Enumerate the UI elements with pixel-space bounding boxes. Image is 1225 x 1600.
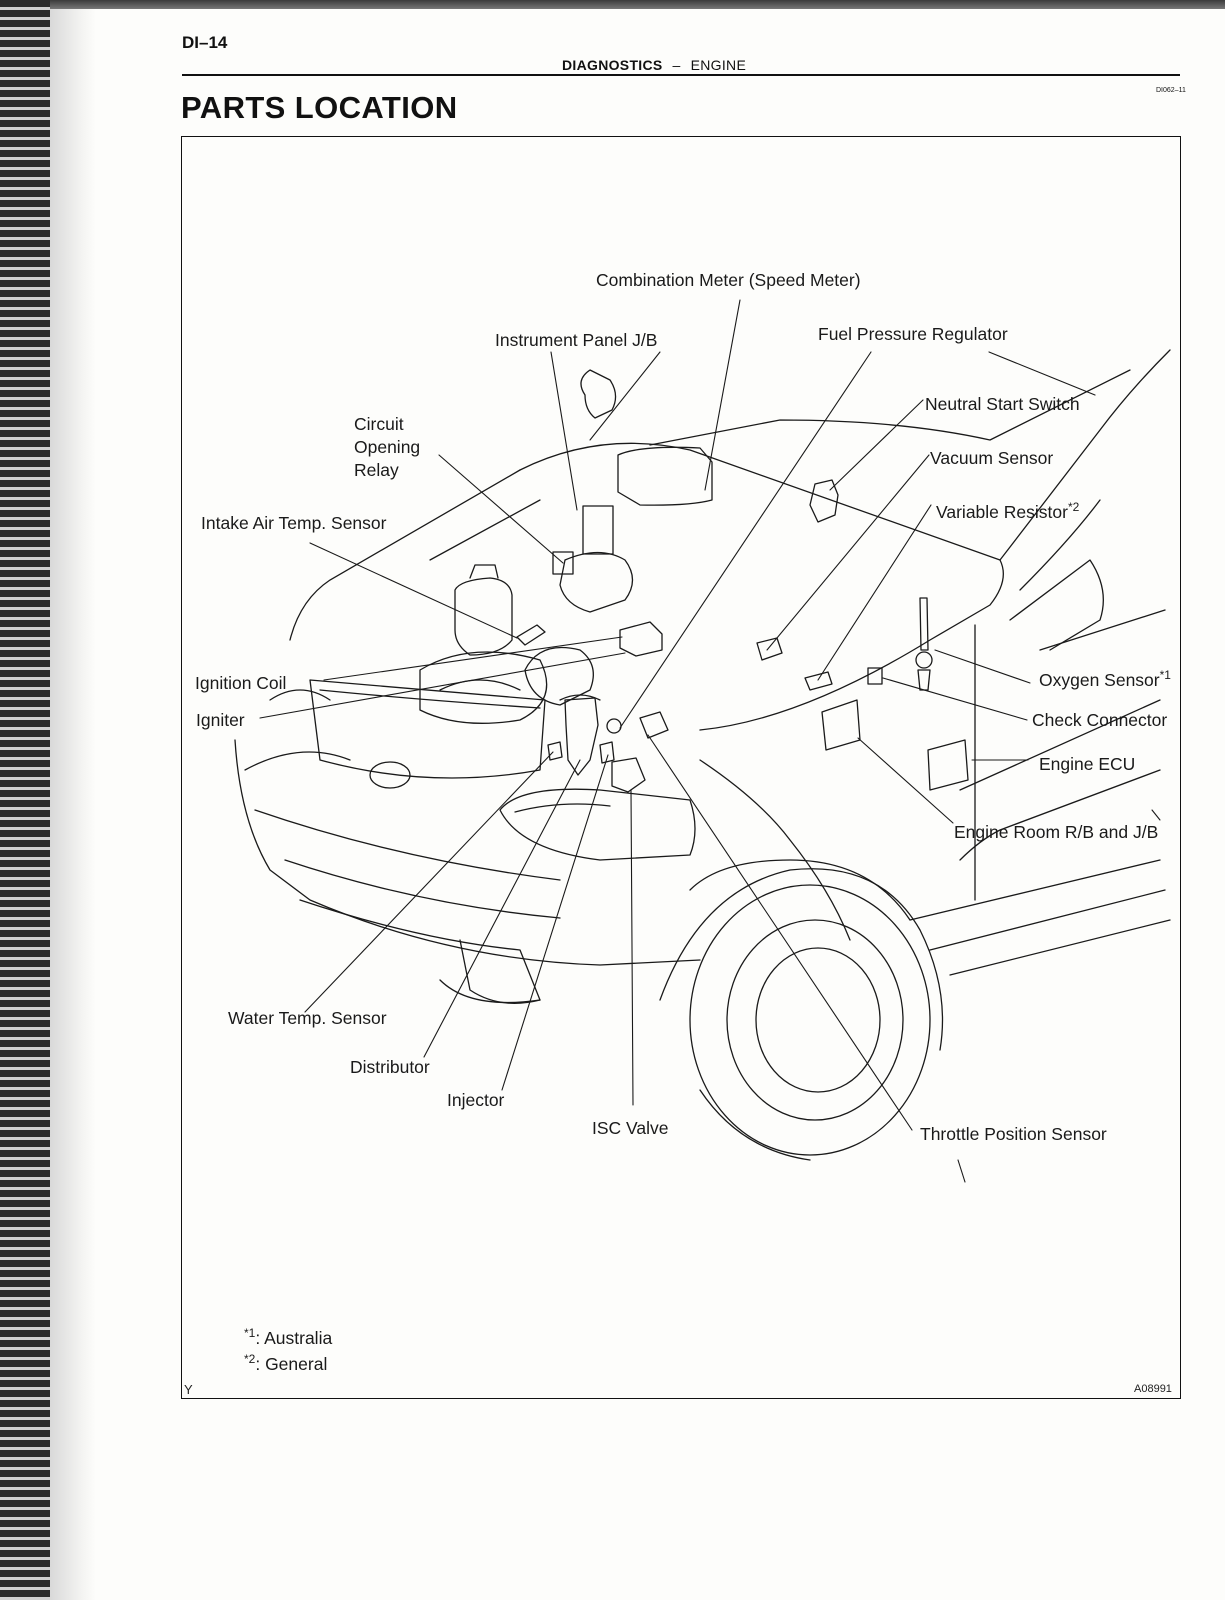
footnote-2: *2: General — [244, 1352, 327, 1375]
label-intake-air-temp-sensor: Intake Air Temp. Sensor — [201, 513, 387, 533]
label-variable-resistor-text: Variable Resistor — [936, 501, 1068, 522]
section-header: DIAGNOSTICS–ENGINE — [562, 57, 746, 73]
footnote-2-mark: *2 — [244, 1352, 256, 1366]
label-check-connector: Check Connector — [1032, 710, 1168, 730]
scan-binding-edge — [0, 0, 50, 1600]
label-ignition-coil: Ignition Coil — [195, 673, 287, 693]
page-number: DI–14 — [182, 33, 228, 52]
figure-corner-mark: Y — [184, 1382, 193, 1397]
label-circuit-opening-relay: Circuit Opening Relay — [354, 414, 421, 480]
label-oxygen-sensor: Oxygen Sensor*1 — [1039, 664, 1171, 692]
page-title: PARTS LOCATION — [181, 90, 458, 125]
figure-frame — [181, 136, 1181, 1399]
label-vacuum-sensor: Vacuum Sensor — [930, 448, 1054, 468]
label-isc-valve: ISC Valve — [592, 1118, 669, 1138]
footnote-1: *1: Australia — [244, 1326, 332, 1349]
vehicle-outline — [234, 349, 1171, 1161]
label-oxygen-sensor-text: Oxygen Sensor — [1039, 669, 1160, 690]
footnote-2-text: : General — [255, 1353, 328, 1374]
label-igniter: Igniter — [196, 710, 245, 730]
subsection-name: ENGINE — [690, 57, 747, 73]
label-water-temp-sensor: Water Temp. Sensor — [228, 1008, 387, 1028]
scan-binding-shadow — [50, 0, 96, 1600]
label-oxygen-sensor-note: *1 — [1159, 668, 1171, 682]
header-rule — [182, 74, 1180, 76]
label-injector: Injector — [447, 1090, 505, 1110]
section-name: DIAGNOSTICS — [562, 57, 663, 73]
footnote-1-mark: *1 — [244, 1326, 256, 1340]
scan-top-edge — [50, 0, 1225, 9]
label-throttle-position-sensor: Throttle Position Sensor — [920, 1124, 1107, 1144]
label-instrument-panel-jb: Instrument Panel J/B — [495, 330, 658, 350]
label-engine-ecu: Engine ECU — [1039, 754, 1136, 774]
document-code: DI062–11 — [1156, 87, 1186, 94]
section-separator: – — [672, 57, 681, 73]
label-variable-resistor-note: *2 — [1067, 500, 1080, 514]
label-variable-resistor: Variable Resistor*2 — [936, 496, 1079, 524]
figure-code: A08991 — [1134, 1383, 1172, 1395]
label-fuel-pressure-regulator: Fuel Pressure Regulator — [818, 324, 1008, 344]
footnote-1-text: : Australia — [255, 1327, 333, 1348]
label-neutral-start-switch: Neutral Start Switch — [925, 394, 1080, 414]
engine-components — [419, 479, 969, 793]
leader-lines — [259, 299, 1161, 1183]
label-distributor: Distributor — [350, 1057, 430, 1077]
label-engine-room-rb-jb: Engine Room R/B and J/B — [954, 822, 1159, 842]
label-combination-meter: Combination Meter (Speed Meter) — [596, 270, 861, 290]
